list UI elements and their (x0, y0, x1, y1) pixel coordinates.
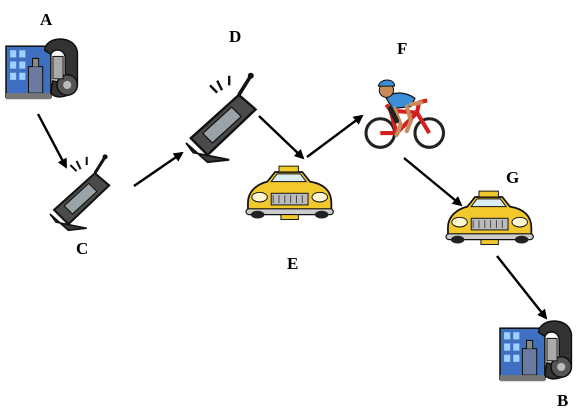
cell-phone-icon (48, 152, 111, 232)
node-label-c: C (76, 239, 89, 258)
desk-phone-building-icon (5, 38, 79, 101)
yellow-taxi-icon (245, 165, 335, 221)
connection-arrows (36, 113, 548, 320)
edge-c-d (133, 151, 184, 187)
node-label-b: B (557, 391, 569, 410)
edge-f-g (403, 157, 463, 207)
edge-a-c (36, 113, 68, 169)
cell-phone-icon (184, 71, 258, 164)
cyclist-icon (366, 80, 444, 147)
desk-phone-building-icon (499, 320, 573, 383)
node-label-f: F (397, 39, 408, 58)
edge-g-b (496, 255, 548, 320)
node-label-e: E (287, 254, 299, 273)
yellow-taxi-icon (445, 190, 535, 246)
node-label-g: G (506, 168, 520, 187)
node-label-a: A (40, 10, 53, 29)
edge-d-e (258, 115, 305, 160)
node-label-d: D (229, 27, 242, 46)
edge-e-f (306, 114, 364, 158)
